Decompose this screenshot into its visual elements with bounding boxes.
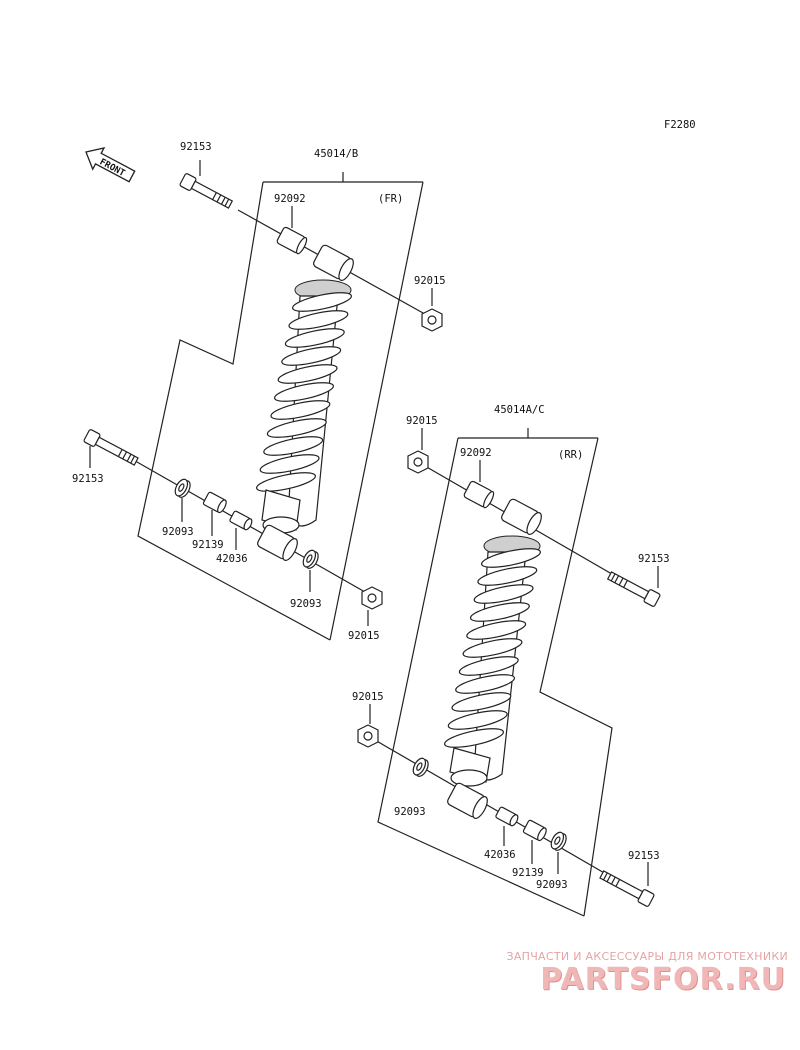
- rear-top-collar: [463, 480, 495, 509]
- front-arrow-icon: FRONT: [85, 147, 136, 183]
- spring-coil: [281, 346, 342, 366]
- front-position-label: (FR): [378, 193, 403, 205]
- rear-bottom-nut: [357, 724, 379, 748]
- spring-coil: [451, 692, 512, 712]
- spring-coil: [481, 548, 541, 568]
- rear-shock-group: 45014A/C (RR) 92015 92092: [352, 404, 670, 917]
- spring-coil: [263, 436, 324, 456]
- spring-coil: [288, 310, 349, 330]
- front-top-collar: [276, 226, 308, 255]
- spring-coil: [292, 292, 352, 312]
- spring-coil: [473, 584, 534, 604]
- front-seal-right: [302, 549, 319, 569]
- spring-coil: [259, 454, 320, 474]
- spring-coil: [458, 656, 519, 676]
- rear-top-bolt-label: 92153: [638, 553, 670, 565]
- rear-top-eye: [501, 498, 542, 535]
- watermark-brand-logo: PARTSFOR.RU: [540, 962, 786, 997]
- front-bottom-bolt: [83, 429, 139, 466]
- rear-seal-right-label: 92093: [536, 879, 568, 891]
- watermark-tagline: ЗАПЧАСТИ И АКСЕССУАРЫ ДЛЯ МОТОТЕХНИКИ: [506, 950, 788, 963]
- spring-coil: [274, 382, 334, 402]
- rear-bottom-bolt-label: 92153: [628, 850, 660, 862]
- spring-coil: [469, 602, 530, 622]
- spring-coil: [277, 364, 338, 384]
- rear-bottom-collar-label: 92139: [512, 867, 544, 879]
- front-shock-group: 45014/B (FR) 92153 92092: [72, 141, 446, 642]
- spring-coil: [466, 620, 527, 640]
- front-seal-left-label: 92093: [162, 526, 194, 538]
- spring-coil: [447, 710, 508, 730]
- spring-coil: [266, 418, 327, 438]
- front-bottom-collar-label: 92139: [192, 539, 224, 551]
- front-top-bolt-label: 92153: [180, 141, 212, 153]
- spring-coil: [477, 566, 538, 586]
- rear-bushing-label: 42036: [484, 849, 516, 861]
- rear-shock-absorber: [444, 535, 541, 787]
- front-bottom-nut-label: 92015: [348, 630, 380, 642]
- front-bushing: [229, 510, 253, 531]
- spring-coil: [455, 674, 516, 694]
- rear-top-collar-label: 92092: [460, 447, 492, 459]
- rear-top-bolt: [606, 571, 661, 607]
- front-bottom-collar: [202, 491, 227, 514]
- rear-seal-left-label: 92093: [394, 806, 426, 818]
- rear-lower-eye: [447, 782, 488, 819]
- rear-seal-right: [550, 831, 567, 851]
- front-shock-absorber: [256, 279, 352, 534]
- front-top-bolt: [179, 173, 234, 209]
- spring-coil: [444, 728, 504, 748]
- rear-top-nut: [407, 450, 429, 474]
- spring-coil: [270, 400, 331, 420]
- front-seal-left: [174, 478, 191, 498]
- front-top-collar-label: 92092: [274, 193, 306, 205]
- diagram-code: F2280: [664, 119, 696, 131]
- front-bottom-bolt-label: 92153: [72, 473, 104, 485]
- rear-top-nut-label: 92015: [406, 415, 438, 427]
- rear-bottom-collar: [522, 819, 547, 842]
- front-assembly-label: 45014/B: [314, 148, 358, 160]
- rear-bushing: [495, 806, 519, 827]
- rear-assembly-label: 45014A/C: [494, 404, 545, 416]
- front-seal-right-label: 92093: [290, 598, 322, 610]
- rear-bottom-bolt: [599, 870, 655, 907]
- front-top-eye: [313, 244, 354, 281]
- spring-coil: [284, 328, 345, 348]
- front-lower-eye: [257, 524, 298, 561]
- front-top-nut-label: 92015: [414, 275, 446, 287]
- front-top-nut: [421, 308, 443, 332]
- rear-position-label: (RR): [558, 449, 583, 461]
- front-bushing-label: 42036: [216, 553, 248, 565]
- spring-coil: [462, 638, 523, 658]
- rear-seal-left: [412, 757, 429, 777]
- front-bottom-nut: [361, 586, 383, 610]
- rear-bottom-nut-label: 92015: [352, 691, 384, 703]
- spring-coil: [256, 472, 316, 492]
